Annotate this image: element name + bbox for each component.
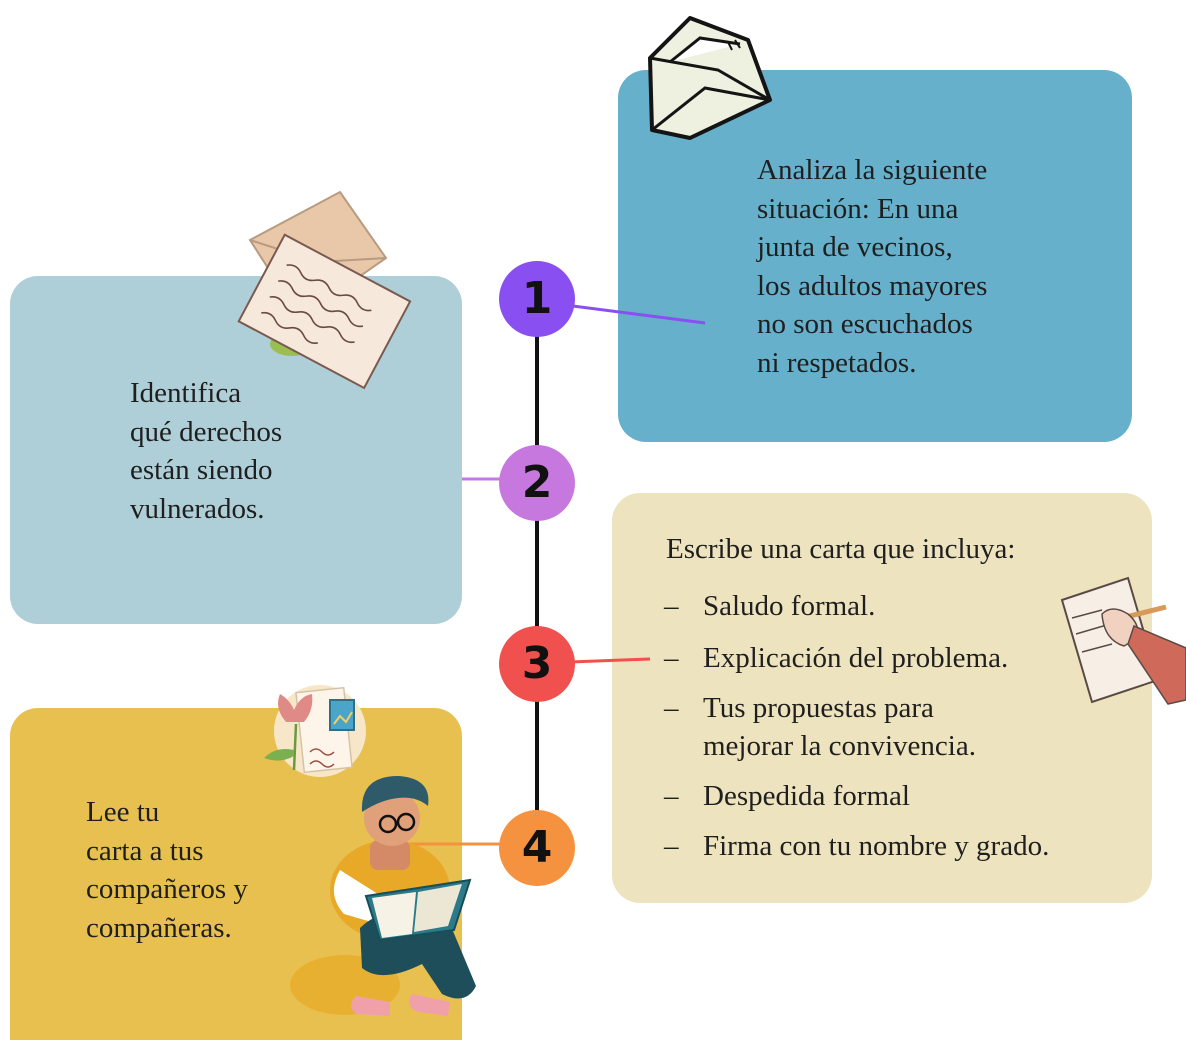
step-1-badge: 1 — [499, 261, 575, 337]
person-reading-icon — [290, 776, 476, 1016]
step-1-line: ni respetados. — [757, 346, 917, 379]
list-item: Despedida formal — [664, 777, 1144, 815]
step-2-text: Identifica qué derechos están siendo vul… — [130, 374, 350, 528]
step-2-line: están siendo — [130, 454, 273, 486]
step-1-line: junta de vecinos, — [757, 231, 953, 263]
connector-1 — [564, 303, 706, 325]
step-2-badge: 2 — [499, 445, 575, 521]
step-4-line: carta a tus — [86, 834, 204, 867]
step-1-line: Analiza la siguiente — [757, 154, 988, 186]
list-item: Firma con tu nombre y grado. — [664, 827, 1144, 865]
connector-3 — [569, 657, 651, 664]
letter-envelope-icon — [237, 190, 412, 390]
step-4-text: Lee tu carta a tus compañeros y compañer… — [86, 793, 316, 947]
list-item-text: Saludo formal. — [703, 590, 876, 622]
step-3-title: Escribe una carta que incluya: — [666, 533, 1016, 565]
list-item: Explicación del problema. — [664, 639, 1144, 677]
step-4-badge: 4 — [499, 810, 575, 886]
step-1-line: no son escuchados — [757, 308, 973, 340]
step-2-line: qué derechos — [130, 415, 283, 448]
step-4-line: Lee tu — [86, 796, 160, 828]
step-3-badge: 3 — [499, 626, 575, 702]
step-1-text: Analiza la siguiente situación: En una j… — [757, 151, 1057, 382]
list-item-text: Tus propuestas para — [703, 692, 934, 724]
step-4-line: compañeras. — [86, 911, 232, 944]
list-item-text: Despedida formal — [703, 780, 910, 812]
step-1-line: situación: En una — [757, 192, 959, 225]
step-2-line: Identifica — [130, 377, 242, 409]
envelope-icon — [648, 16, 772, 140]
step-1-line: los adultos mayores — [757, 269, 988, 302]
list-item-text: Explicación del problema. — [703, 642, 1009, 674]
postcard-stamp-icon — [264, 685, 366, 777]
list-item-text: mejorar la convivencia. — [703, 730, 976, 762]
list-item: Tus propuestas para mejorar la convivenc… — [664, 689, 1144, 765]
step-4-line: compañeros y — [86, 873, 248, 905]
step-2-line: vulnerados. — [130, 492, 265, 525]
list-item-text: Firma con tu nombre y grado. — [703, 830, 1050, 862]
step-3-list: Saludo formal. Explicación del problema.… — [664, 587, 1144, 865]
list-item: Saludo formal. — [664, 587, 1144, 625]
